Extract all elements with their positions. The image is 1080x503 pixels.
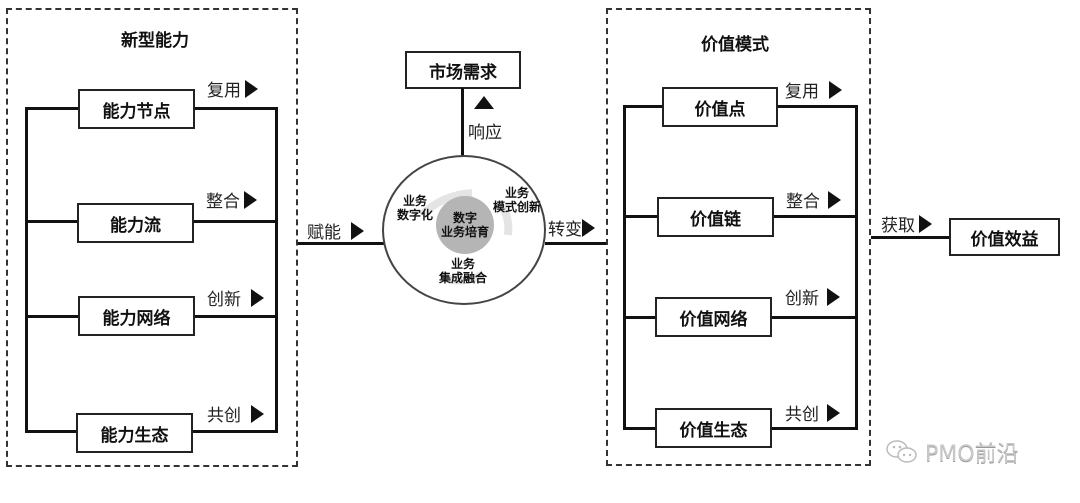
- action-text: 创新: [785, 289, 819, 309]
- action-text: 整合: [786, 192, 820, 212]
- action-label: 共创: [207, 401, 264, 426]
- right-bus-left: [623, 105, 626, 430]
- action-label: 创新: [785, 284, 840, 309]
- segment-line2: 模式创新: [492, 200, 541, 214]
- acquire-text: 获取: [881, 216, 915, 236]
- left-group-frame: [6, 8, 298, 467]
- arrow-right-icon: [582, 218, 595, 237]
- arrow-right-icon: [251, 404, 264, 423]
- watermark-text: PMO前沿: [925, 442, 1019, 467]
- capability-network: 能力网络: [78, 296, 195, 336]
- action-text: 创新: [207, 290, 241, 310]
- value-point: 价值点: [662, 87, 778, 127]
- action-label: 共创: [785, 400, 840, 425]
- segment-integration: 业务 集成融合: [432, 257, 494, 285]
- right-bus-right: [855, 105, 858, 430]
- enable-text: 赋能: [307, 223, 341, 243]
- transform-label: 转变: [548, 215, 595, 240]
- value-ecosystem: 价值生态: [655, 408, 772, 448]
- transform-connector: [545, 242, 608, 245]
- action-label: 整合: [206, 187, 257, 212]
- cycle-arrows-icon: [419, 189, 513, 285]
- segment-line1: 业务: [504, 186, 529, 200]
- action-text: 整合: [206, 192, 240, 212]
- action-label: 创新: [207, 285, 264, 310]
- acquire-label: 获取: [881, 211, 932, 236]
- arrow-right-icon: [827, 403, 840, 422]
- enable-connector: [298, 242, 384, 245]
- left-bus-right: [275, 108, 278, 433]
- respond-connector: [461, 88, 464, 156]
- action-label: 复用: [785, 77, 842, 102]
- arrow-right-icon: [251, 288, 264, 307]
- core-label: 数字 业务培育: [436, 211, 494, 239]
- transform-text: 转变: [548, 220, 582, 240]
- segment-line1: 业务: [450, 257, 475, 271]
- capability-flow: 能力流: [77, 203, 194, 243]
- arrow-up-icon: [474, 96, 494, 109]
- core-line1: 数字: [452, 211, 477, 225]
- watermark: PMO前沿: [885, 436, 1019, 468]
- arrow-right-icon: [828, 190, 841, 209]
- value-network: 价值网络: [655, 297, 772, 337]
- segment-digitalization: 业务 数字化: [393, 194, 437, 222]
- respond-label: 响应: [468, 123, 502, 143]
- arrow-right-icon: [245, 79, 258, 98]
- enable-label: 赋能: [307, 218, 364, 243]
- action-text: 复用: [785, 82, 819, 102]
- action-text: 复用: [207, 81, 241, 101]
- right-group-frame: [606, 8, 871, 466]
- value-chain: 价值链: [657, 197, 774, 237]
- segment-model-innovation: 业务 模式创新: [486, 186, 548, 214]
- capability-node: 能力节点: [78, 89, 195, 129]
- arrow-right-icon: [919, 214, 932, 233]
- wechat-icon: [886, 440, 917, 463]
- market-demand-box: 市场需求: [405, 51, 521, 89]
- core-line2: 业务培育: [440, 225, 489, 239]
- arrow-right-icon: [351, 221, 364, 240]
- action-label: 整合: [786, 187, 841, 212]
- right-group-title: 价值模式: [701, 35, 769, 55]
- capability-ecosystem: 能力生态: [76, 413, 193, 453]
- acquire-connector: [871, 236, 951, 239]
- action-label: 复用: [207, 76, 258, 101]
- arrow-right-icon: [829, 80, 842, 99]
- segment-line1: 业务: [402, 194, 427, 208]
- segment-line2: 集成融合: [438, 271, 487, 285]
- value-benefit-box: 价值效益: [949, 218, 1060, 256]
- arrow-right-icon: [827, 287, 840, 306]
- action-text: 共创: [785, 405, 819, 425]
- left-group-title: 新型能力: [121, 31, 189, 51]
- core-circle: [436, 196, 494, 254]
- action-text: 共创: [207, 406, 241, 426]
- segment-line2: 数字化: [396, 208, 433, 222]
- arrow-right-icon: [244, 190, 257, 209]
- left-bus-left: [25, 108, 28, 433]
